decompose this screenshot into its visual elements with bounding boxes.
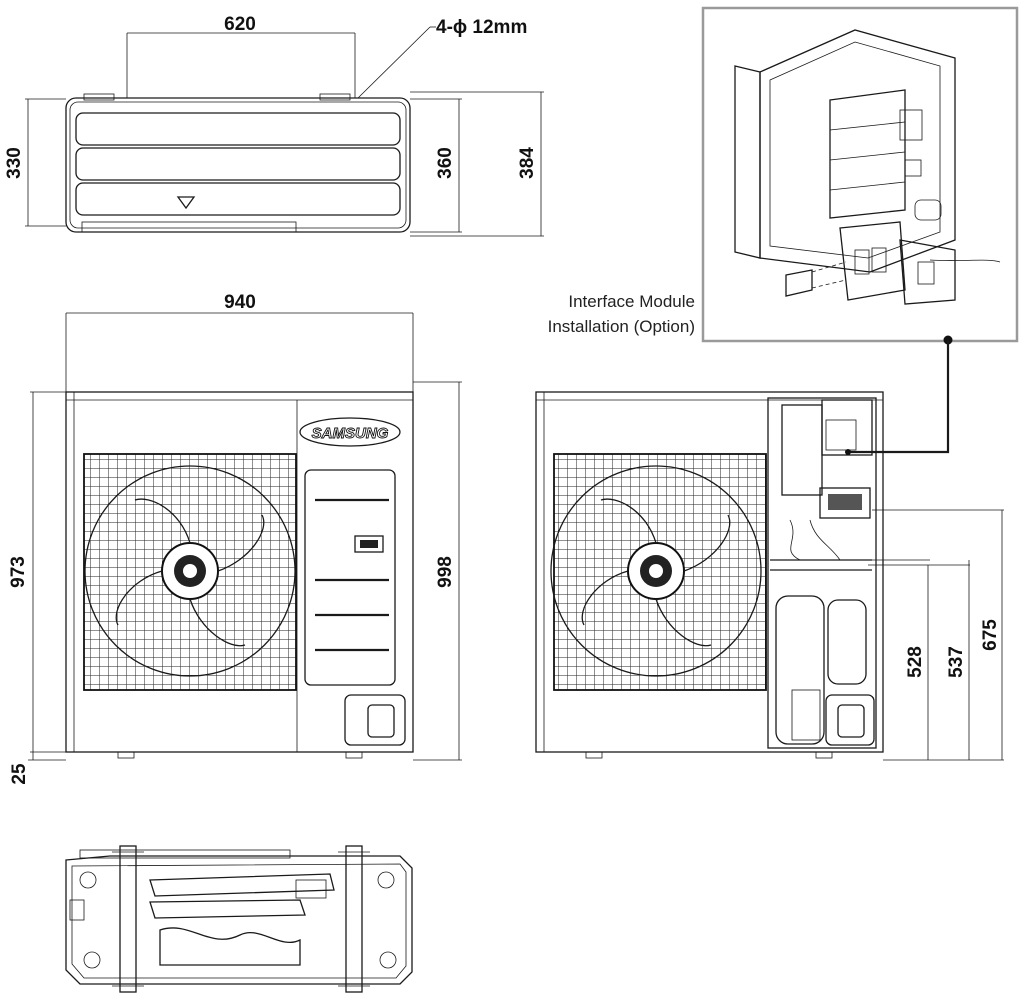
top-depth-dim-a: 330 [4, 147, 25, 179]
side-height-dim-c: 675 [980, 619, 1001, 651]
front-height-dim-b: 998 [435, 556, 456, 588]
top-width-dim: 620 [224, 14, 256, 35]
bottom-view [65, 845, 413, 993]
side-height-dim-b: 537 [946, 646, 967, 678]
front-width-dim: 940 [224, 292, 256, 313]
interface-module-label-1: Interface Module [568, 292, 695, 311]
top-depth-dim-c: 384 [517, 147, 538, 179]
fan-icon-side [550, 465, 762, 677]
callout-connector [845, 335, 953, 455]
interface-module-label-2: Installation (Option) [548, 317, 695, 336]
interface-module-panel: Interface Module Installation (Option) [548, 6, 1019, 343]
front-height-dim-a: 973 [8, 556, 29, 588]
arrow-down-icon [176, 196, 196, 210]
side-height-dim-a: 528 [905, 646, 926, 678]
foot-dim: 25 [9, 763, 30, 785]
fan-icon [84, 465, 296, 677]
top-depth-dim-b: 360 [435, 147, 456, 179]
side-view: 528 537 675 [535, 391, 1004, 761]
hole-note: 4-ϕ 12mm [436, 17, 527, 38]
front-view: 940 SAMSUNG [8, 292, 462, 785]
samsung-logo: SAMSUNG [312, 425, 389, 442]
top-view: 620 4-ϕ 12mm 330 360 384 [4, 14, 544, 237]
